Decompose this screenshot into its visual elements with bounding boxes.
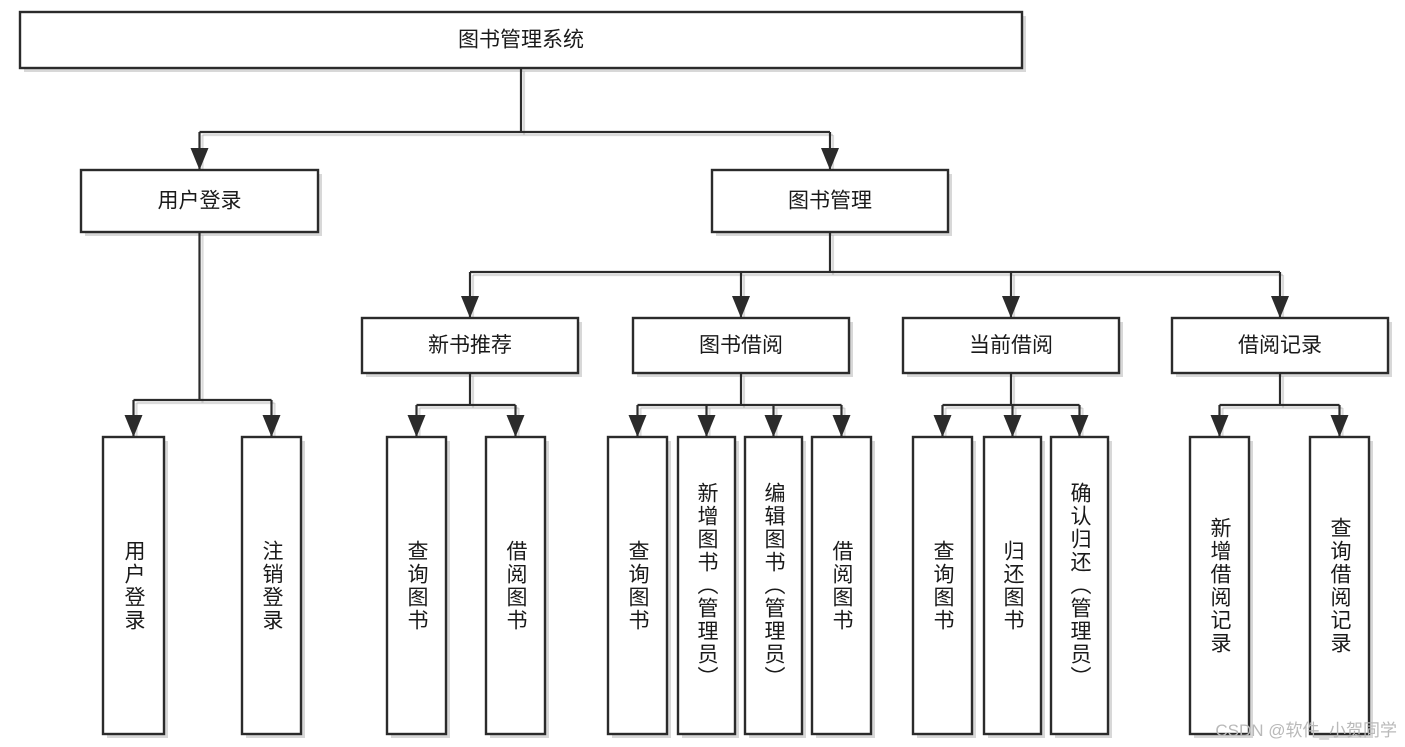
arrow-head-icon — [1070, 415, 1089, 437]
node-label: 用户登录 — [158, 190, 242, 213]
node-leaf-logout[interactable] — [240, 435, 303, 736]
node-label: 借阅记录 — [1238, 334, 1322, 357]
node-leaf-confirm-return-admin[interactable] — [1049, 435, 1110, 736]
node-label: 图书借阅 — [699, 334, 783, 357]
arrow-head-icon — [407, 415, 426, 437]
arrow-head-icon — [506, 415, 525, 437]
node-new-book-recommend[interactable] — [360, 316, 580, 375]
node-label: 新书推荐 — [428, 334, 512, 357]
arrow-head-icon — [832, 415, 851, 437]
arrow-head-icon — [124, 415, 143, 437]
arrow-head-icon — [190, 148, 209, 170]
node-borrow-record[interactable] — [1170, 316, 1390, 375]
node-leaf-add-borrow-record[interactable] — [1188, 435, 1251, 736]
arrow-head-icon — [697, 415, 716, 437]
node-leaf-add-book-admin[interactable] — [676, 435, 737, 736]
arrow-head-icon — [628, 415, 647, 437]
node-leaf-query-book-current[interactable] — [911, 435, 974, 736]
node-leaf-user-login[interactable] — [101, 435, 166, 736]
node-leaf-borrow-book-rec[interactable] — [484, 435, 547, 736]
node-user-login[interactable] — [79, 168, 320, 234]
node-leaf-query-book-rec[interactable] — [385, 435, 448, 736]
arrow-head-icon — [821, 148, 839, 170]
node-leaf-return-book[interactable] — [982, 435, 1043, 736]
edge-layer — [124, 68, 1349, 437]
arrow-head-icon — [262, 415, 281, 437]
node-label: 当前借阅 — [969, 334, 1053, 357]
arrow-head-icon — [1002, 296, 1020, 318]
node-label: 图书管理 — [788, 190, 872, 213]
node-current-borrow[interactable] — [901, 316, 1121, 375]
node-leaf-edit-book-admin[interactable] — [743, 435, 804, 736]
arrow-head-icon — [1003, 415, 1022, 437]
node-leaf-query-borrow-record[interactable] — [1308, 435, 1371, 736]
node-leaf-query-book-borrow[interactable] — [606, 435, 669, 736]
node-root[interactable] — [18, 10, 1024, 70]
arrow-head-icon — [1210, 415, 1229, 437]
node-book-borrow[interactable] — [631, 316, 851, 375]
arrow-head-icon — [1271, 296, 1289, 318]
arrow-head-icon — [764, 415, 783, 437]
node-layer — [18, 10, 1390, 736]
node-label: 图书管理系统 — [458, 29, 584, 52]
node-leaf-borrow-book[interactable] — [810, 435, 873, 736]
arrow-head-icon — [933, 415, 952, 437]
arrow-head-icon — [732, 296, 750, 318]
arrow-head-icon — [461, 296, 479, 318]
arrow-head-icon — [1330, 415, 1349, 437]
node-book-manage[interactable] — [710, 168, 950, 234]
